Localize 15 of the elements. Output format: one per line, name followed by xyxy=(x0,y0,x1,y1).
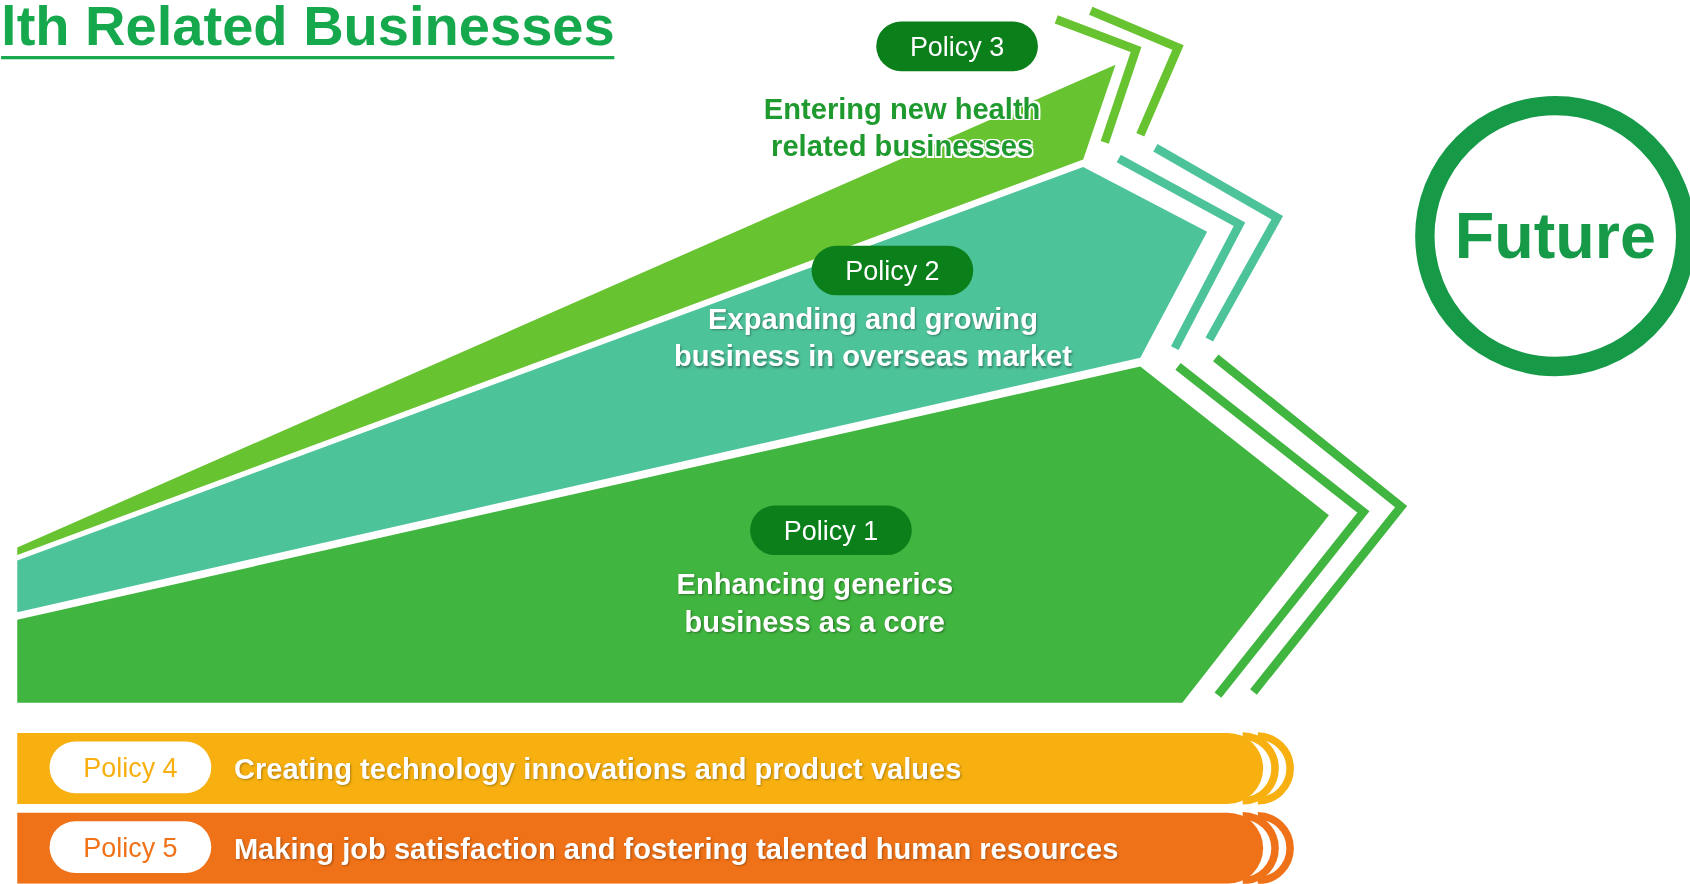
policy-badge: Policy 3 xyxy=(876,21,1038,72)
title: lth Related Businesses xyxy=(1,0,615,60)
chevron-band xyxy=(17,366,1329,703)
policy-badge: Policy 2 xyxy=(811,245,974,296)
policy-badge: Policy 5 xyxy=(49,821,212,873)
policy-description: Expanding and growing business in overseas market xyxy=(673,301,1073,375)
policy-badge: Policy 4 xyxy=(49,741,212,794)
chevron-band xyxy=(17,64,1116,556)
policy-bar xyxy=(17,732,1264,805)
policy-description: Enhancing generics business as a core xyxy=(675,567,955,641)
policy-bar xyxy=(17,812,1264,884)
policy-badge: Policy 1 xyxy=(750,505,912,556)
future-label: Future xyxy=(1453,198,1657,274)
policy-description: Making job satisfaction and fostering talented human resources xyxy=(233,832,1119,868)
policy-description: Creating technology innovations and product values xyxy=(233,752,962,788)
